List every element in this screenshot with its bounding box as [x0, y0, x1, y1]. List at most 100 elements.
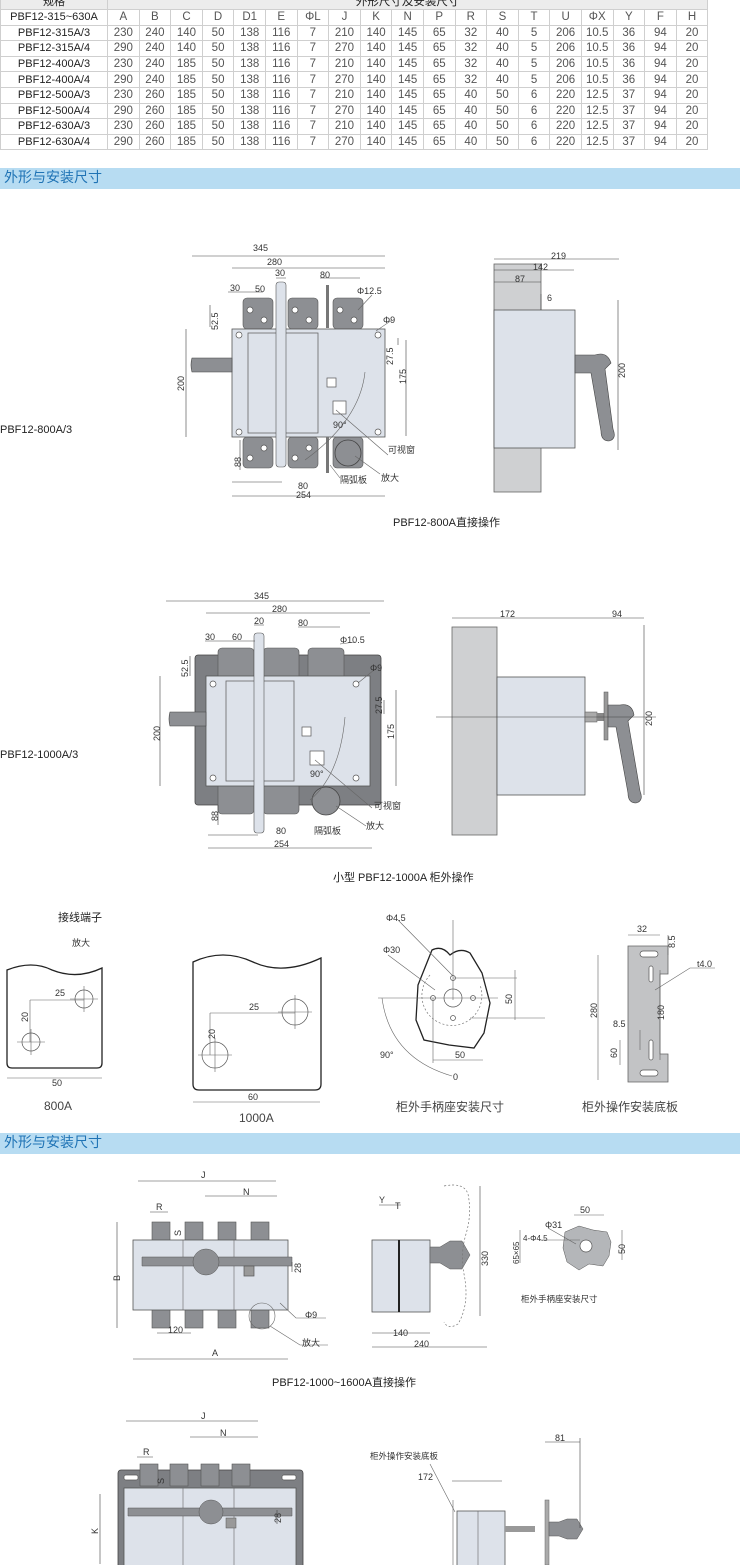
label-view-window: 可视窗	[388, 444, 415, 455]
value-cell: 270	[328, 133, 361, 151]
e1600-K: K	[90, 1528, 100, 1534]
f1600-S: S	[173, 1230, 183, 1236]
value-cell: 20	[675, 71, 709, 88]
value-cell: 65	[422, 102, 456, 120]
t800-label: 800A	[44, 1099, 72, 1113]
f1600-28: 28	[293, 1263, 303, 1273]
t800-dim-50: 50	[52, 1078, 62, 1088]
handle-seat-drawing: Φ4.5 Φ30 50 90° 50 0 柜外手柄座安装尺寸	[378, 913, 545, 1114]
drawing-1000a-side: 172 94 200	[436, 609, 656, 836]
plate-dim-8-5b: 8.5	[613, 1019, 626, 1029]
value-cell: 240	[138, 40, 172, 57]
dim-30b: 30	[230, 283, 240, 293]
f1600-J: J	[201, 1170, 206, 1180]
base-plate-drawing: 32 8.5 t4.0 280 180 8.5 60 柜外操作安装底板	[582, 924, 715, 1114]
label-view-window: 可视窗	[374, 800, 401, 811]
dim-30: 30	[205, 632, 215, 642]
dim-90deg: 90°	[333, 420, 347, 430]
plate-dim-280: 280	[589, 1003, 599, 1018]
dim-52-5: 52.5	[210, 312, 220, 330]
caption-800a: PBF12-800A直接操作	[393, 515, 500, 529]
label-zoom: 放大	[381, 472, 399, 483]
e1600-R: R	[143, 1447, 150, 1457]
dim-60: 60	[232, 632, 242, 642]
seat-dim-phi4-5: Φ4.5	[386, 913, 406, 923]
dim-200: 200	[152, 726, 162, 741]
dim-27-5: 27.5	[374, 696, 384, 714]
value-cell: 12.5	[580, 133, 614, 151]
t800-dim-25: 25	[55, 988, 65, 998]
t1000-dim-25: 25	[249, 1002, 259, 1012]
dim-87: 87	[515, 274, 525, 284]
drawing-1600a-front: J N R S B 28 Φ9 120 放大 A	[112, 1170, 328, 1360]
seat2-4phi4-5: 4-Φ4.5	[523, 1234, 548, 1243]
handle-seat-small: 50 Φ31 4-Φ4.5 65×65 50 柜外手柄座安装尺寸	[512, 1205, 627, 1304]
dim-phi10-5: Φ10.5	[340, 635, 365, 645]
plate-dim-32: 32	[637, 924, 647, 934]
value-cell: 145	[391, 133, 424, 151]
model-cell: PBF12-500A/4	[0, 102, 108, 120]
model-label-1000a: PBF12-1000A/3	[0, 749, 78, 761]
seat2-50: 50	[580, 1205, 590, 1215]
value-cell: 145	[391, 40, 424, 57]
value-cell: 290	[107, 71, 140, 88]
s1600-240: 240	[414, 1339, 429, 1349]
dim-88: 88	[210, 811, 220, 821]
t1000-label: 1000A	[239, 1111, 274, 1125]
dim-27-5: 27.5	[385, 347, 395, 365]
label-arc-barrier: 隔弧板	[340, 474, 367, 485]
seat2-phi31: Φ31	[545, 1220, 562, 1230]
drawing-1600a-ext-side: 柜外操作安装底板 172 81	[370, 1433, 584, 1565]
model-cell: PBF12-315~630A	[0, 9, 108, 26]
f1600-B: B	[112, 1275, 122, 1281]
model-cell: PBF12-315A/4	[0, 40, 108, 57]
value-cell: 40	[454, 118, 488, 135]
value-cell: 206	[549, 71, 582, 88]
dim-50: 50	[255, 284, 265, 294]
value-cell: 270	[328, 71, 361, 88]
value-cell: 145	[391, 118, 424, 135]
value-cell: 210	[328, 55, 361, 73]
value-cell: 230	[107, 55, 140, 73]
value-cell: 94	[644, 40, 677, 57]
dim-phi9: Φ9	[383, 315, 395, 325]
value-cell: 12.5	[580, 86, 614, 104]
value-cell: 94	[644, 71, 677, 88]
dim-254: 254	[296, 490, 311, 500]
terminal-zoom-label: 放大	[72, 937, 90, 948]
value-cell: 20	[675, 133, 709, 151]
plate-dim-60: 60	[609, 1048, 619, 1058]
caption-1000a: 小型 PBF12-1000A 柜外操作	[333, 870, 474, 884]
terminal-title: 接线端子	[58, 910, 102, 924]
value-cell: 40	[486, 24, 519, 42]
model-cell: PBF12-630A/4	[0, 133, 108, 151]
seat-dim-50v: 50	[504, 994, 514, 1004]
dim-345: 345	[254, 591, 269, 601]
section-banner-outline: 外形与安装尺寸	[0, 168, 740, 189]
value-cell: 240	[138, 71, 172, 88]
t1000-dim-20: 20	[207, 1029, 217, 1039]
value-cell: 145	[391, 24, 424, 42]
value-cell: 20	[675, 40, 709, 57]
drawing-1000a-front: 345 280 20 80 30 60 Φ10.5 52.5 Φ9 200 27…	[0, 591, 401, 849]
value-cell: 116	[264, 71, 298, 88]
value-cell: 36	[612, 55, 646, 73]
e1600-172: 172	[418, 1472, 433, 1482]
value-cell: 10.5	[580, 71, 614, 88]
dim-52-5: 52.5	[180, 659, 190, 677]
value-cell: 20	[675, 118, 709, 135]
t1000-dim-60: 60	[248, 1092, 258, 1102]
drawing-800a-front: 345 280 30 80 30 50 Φ12.5 52.5 Φ9 200 27…	[0, 243, 415, 500]
dim-254: 254	[274, 839, 289, 849]
value-cell: 20	[675, 24, 709, 42]
seat-caption: 柜外手柄座安装尺寸	[396, 1099, 504, 1114]
seat-dim-0: 0	[453, 1072, 458, 1082]
value-cell: 206	[549, 40, 582, 57]
value-cell: 116	[264, 118, 298, 135]
e1600-plate-label: 柜外操作安装底板	[370, 1451, 439, 1461]
dim-175: 175	[386, 724, 396, 739]
section-banner-outline-2: 外形与安装尺寸	[0, 1133, 740, 1154]
